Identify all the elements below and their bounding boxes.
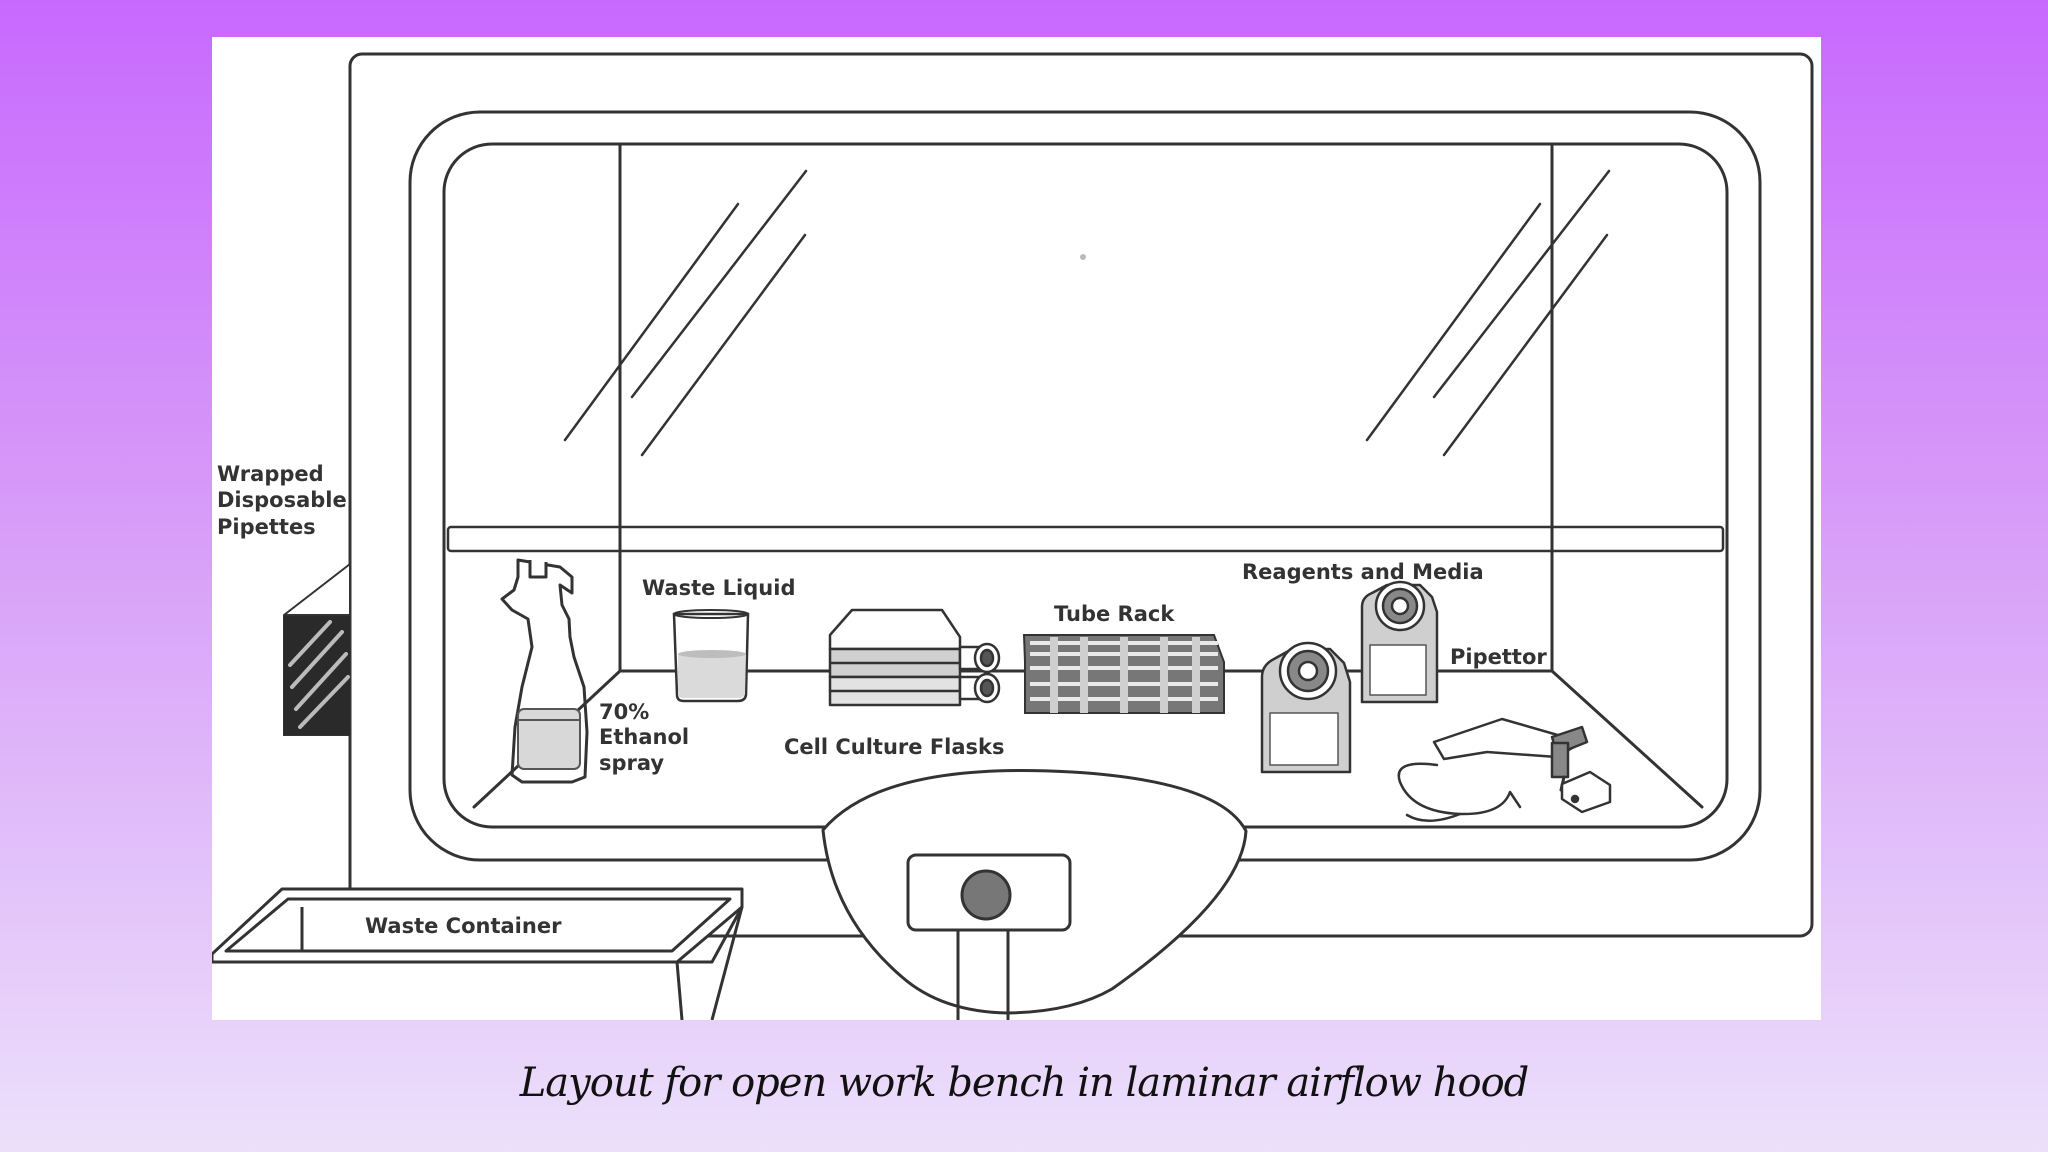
waste-liquid-beaker	[672, 609, 750, 703]
waste-container	[212, 887, 744, 1020]
label-wrapped-pipettes: Wrapped Disposable Pipettes	[217, 462, 354, 539]
label-waste-container: Waste Container	[365, 914, 562, 938]
hood-control-panel	[821, 769, 1248, 1020]
label-reagents-media: Reagents and Media	[1242, 560, 1484, 584]
hood-illustration: Wrapped Disposable Pipettes Waste Liquid…	[212, 52, 1814, 1020]
tube-rack	[1022, 634, 1225, 714]
figure-caption: Layout for open work bench in laminar ai…	[519, 1060, 1530, 1106]
label-ethanol-line2: Ethanol	[599, 725, 689, 749]
label-ethanol-line1: 70%	[599, 700, 649, 724]
label-wrapped-pipettes-line1: Wrapped	[217, 462, 324, 486]
reagents-media-bottles	[1260, 580, 1439, 774]
label-tube-rack: Tube Rack	[1054, 602, 1175, 626]
label-wrapped-pipettes-line3: Pipettes	[217, 515, 316, 539]
glass-reflection-lines	[563, 169, 1611, 457]
sash-bar	[446, 525, 1725, 553]
laminar-hood-diagram: Wrapped Disposable Pipettes Waste Liquid…	[212, 37, 1821, 1020]
label-wrapped-pipettes-line2: Disposable	[217, 488, 347, 512]
label-pipettor: Pipettor	[1450, 645, 1547, 669]
wrapped-pipettes-box	[283, 561, 351, 736]
label-ethanol-line3: spray	[599, 751, 664, 775]
label-cell-culture-flasks: Cell Culture Flasks	[784, 735, 1005, 759]
label-waste-liquid: Waste Liquid	[642, 576, 795, 600]
pipettor	[1397, 717, 1612, 822]
cell-culture-flasks	[828, 608, 1001, 707]
label-ethanol-spray: 70% Ethanol spray	[599, 700, 696, 775]
ethanol-spray-bottle	[500, 558, 589, 784]
